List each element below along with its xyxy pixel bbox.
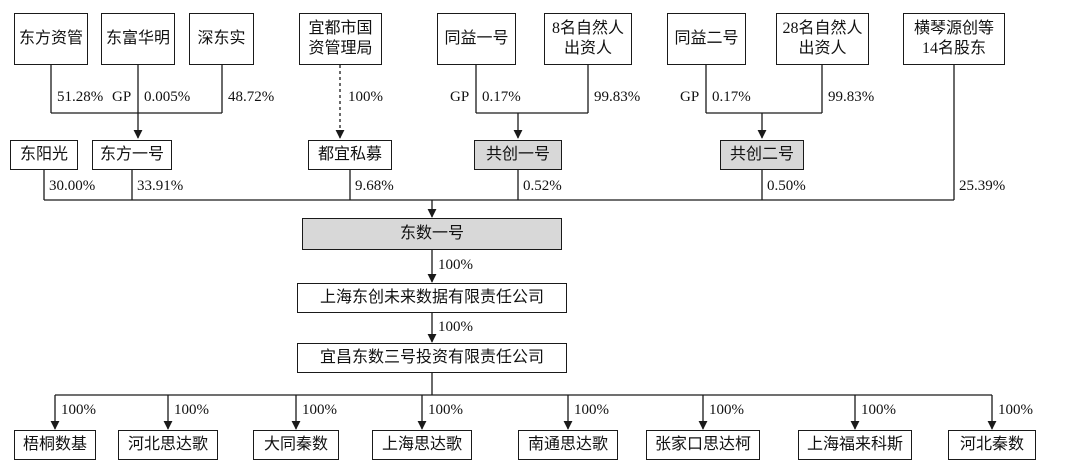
pct-9-68: 9.68% — [355, 178, 394, 194]
pct-100-bottom-2: 100% — [174, 402, 209, 418]
top-node-yidu-guozi: 宜都市国 资管理局 — [299, 13, 382, 65]
top-node-hengqin-yuanchuang: 横琴源创等 14名股东 — [903, 13, 1005, 65]
pct-25-39: 25.39% — [959, 178, 1006, 194]
mid-node-gongchuang-erhao: 共创二号 — [720, 140, 804, 170]
pct-100-chain: 100% — [438, 319, 473, 335]
mid-node-gongchuang-yihao: 共创一号 — [474, 140, 562, 170]
top-node-tongyi-erhao: 同益二号 — [667, 13, 746, 65]
pct-100-core: 100% — [438, 257, 473, 273]
pct-0-17-a: 0.17% — [482, 89, 521, 105]
core-node-dongshu-yihao: 东数一号 — [302, 218, 562, 250]
top-node-tongyi-yihao: 同益一号 — [437, 13, 516, 65]
company-node-yichang-dongshu: 宜昌东数三号投资有限责任公司 — [297, 343, 567, 373]
pct-100-bottom-8: 100% — [998, 402, 1033, 418]
mid-node-dongfang-yihao: 东方一号 — [92, 140, 172, 170]
top-node-dongfang-ziguan: 东方资管 — [14, 13, 88, 65]
bottom-node-hebei-qinshu: 河北秦数 — [948, 430, 1036, 460]
pct-0-005: 0.005% — [144, 89, 191, 105]
top-node-28-natural-persons: 28名自然人 出资人 — [776, 13, 869, 65]
bottom-node-datong-qinshu: 大同秦数 — [253, 430, 339, 460]
pct-100-bottom-6: 100% — [709, 402, 744, 418]
pct-100-guozi: 100% — [348, 89, 383, 105]
pct-100-bottom-7: 100% — [861, 402, 896, 418]
top-node-8-natural-persons: 8名自然人 出资人 — [544, 13, 632, 65]
bottom-node-wutong-shuji: 梧桐数基 — [14, 430, 96, 460]
bottom-node-shanghai-sidage: 上海思达歌 — [372, 430, 472, 460]
pct-99-83-b: 99.83% — [828, 89, 875, 105]
pct-100-bottom-3: 100% — [302, 402, 337, 418]
bottom-node-hebei-sidage: 河北思达歌 — [118, 430, 218, 460]
mid-node-dongyangguang: 东阳光 — [10, 140, 78, 170]
bottom-node-shanghai-fulaikesi: 上海福来科斯 — [798, 430, 912, 460]
pct-51-28: 51.28% — [57, 89, 104, 105]
bottom-node-nantong-sidage: 南通思达歌 — [518, 430, 618, 460]
pct-100-bottom-5: 100% — [574, 402, 609, 418]
gp-label-2: GP — [450, 89, 470, 105]
top-node-shendongshi: 深东实 — [189, 13, 254, 65]
pct-99-83-a: 99.83% — [594, 89, 641, 105]
pct-100-bottom-1: 100% — [61, 402, 96, 418]
gp-label-1: GP — [112, 89, 132, 105]
pct-33-91: 33.91% — [137, 178, 184, 194]
pct-30-00: 30.00% — [49, 178, 96, 194]
pct-48-72: 48.72% — [228, 89, 275, 105]
top-node-dongfu-huaming: 东富华明 — [101, 13, 175, 65]
bottom-node-zhangjiakou-sidake: 张家口思达柯 — [646, 430, 760, 460]
pct-100-bottom-4: 100% — [428, 402, 463, 418]
mid-node-duyi-simu: 都宜私募 — [308, 140, 392, 170]
gp-label-3: GP — [680, 89, 700, 105]
company-node-shanghai-dongchuang: 上海东创未来数据有限责任公司 — [297, 283, 567, 313]
pct-0-52: 0.52% — [523, 178, 562, 194]
pct-0-17-b: 0.17% — [712, 89, 751, 105]
pct-0-50: 0.50% — [767, 178, 806, 194]
